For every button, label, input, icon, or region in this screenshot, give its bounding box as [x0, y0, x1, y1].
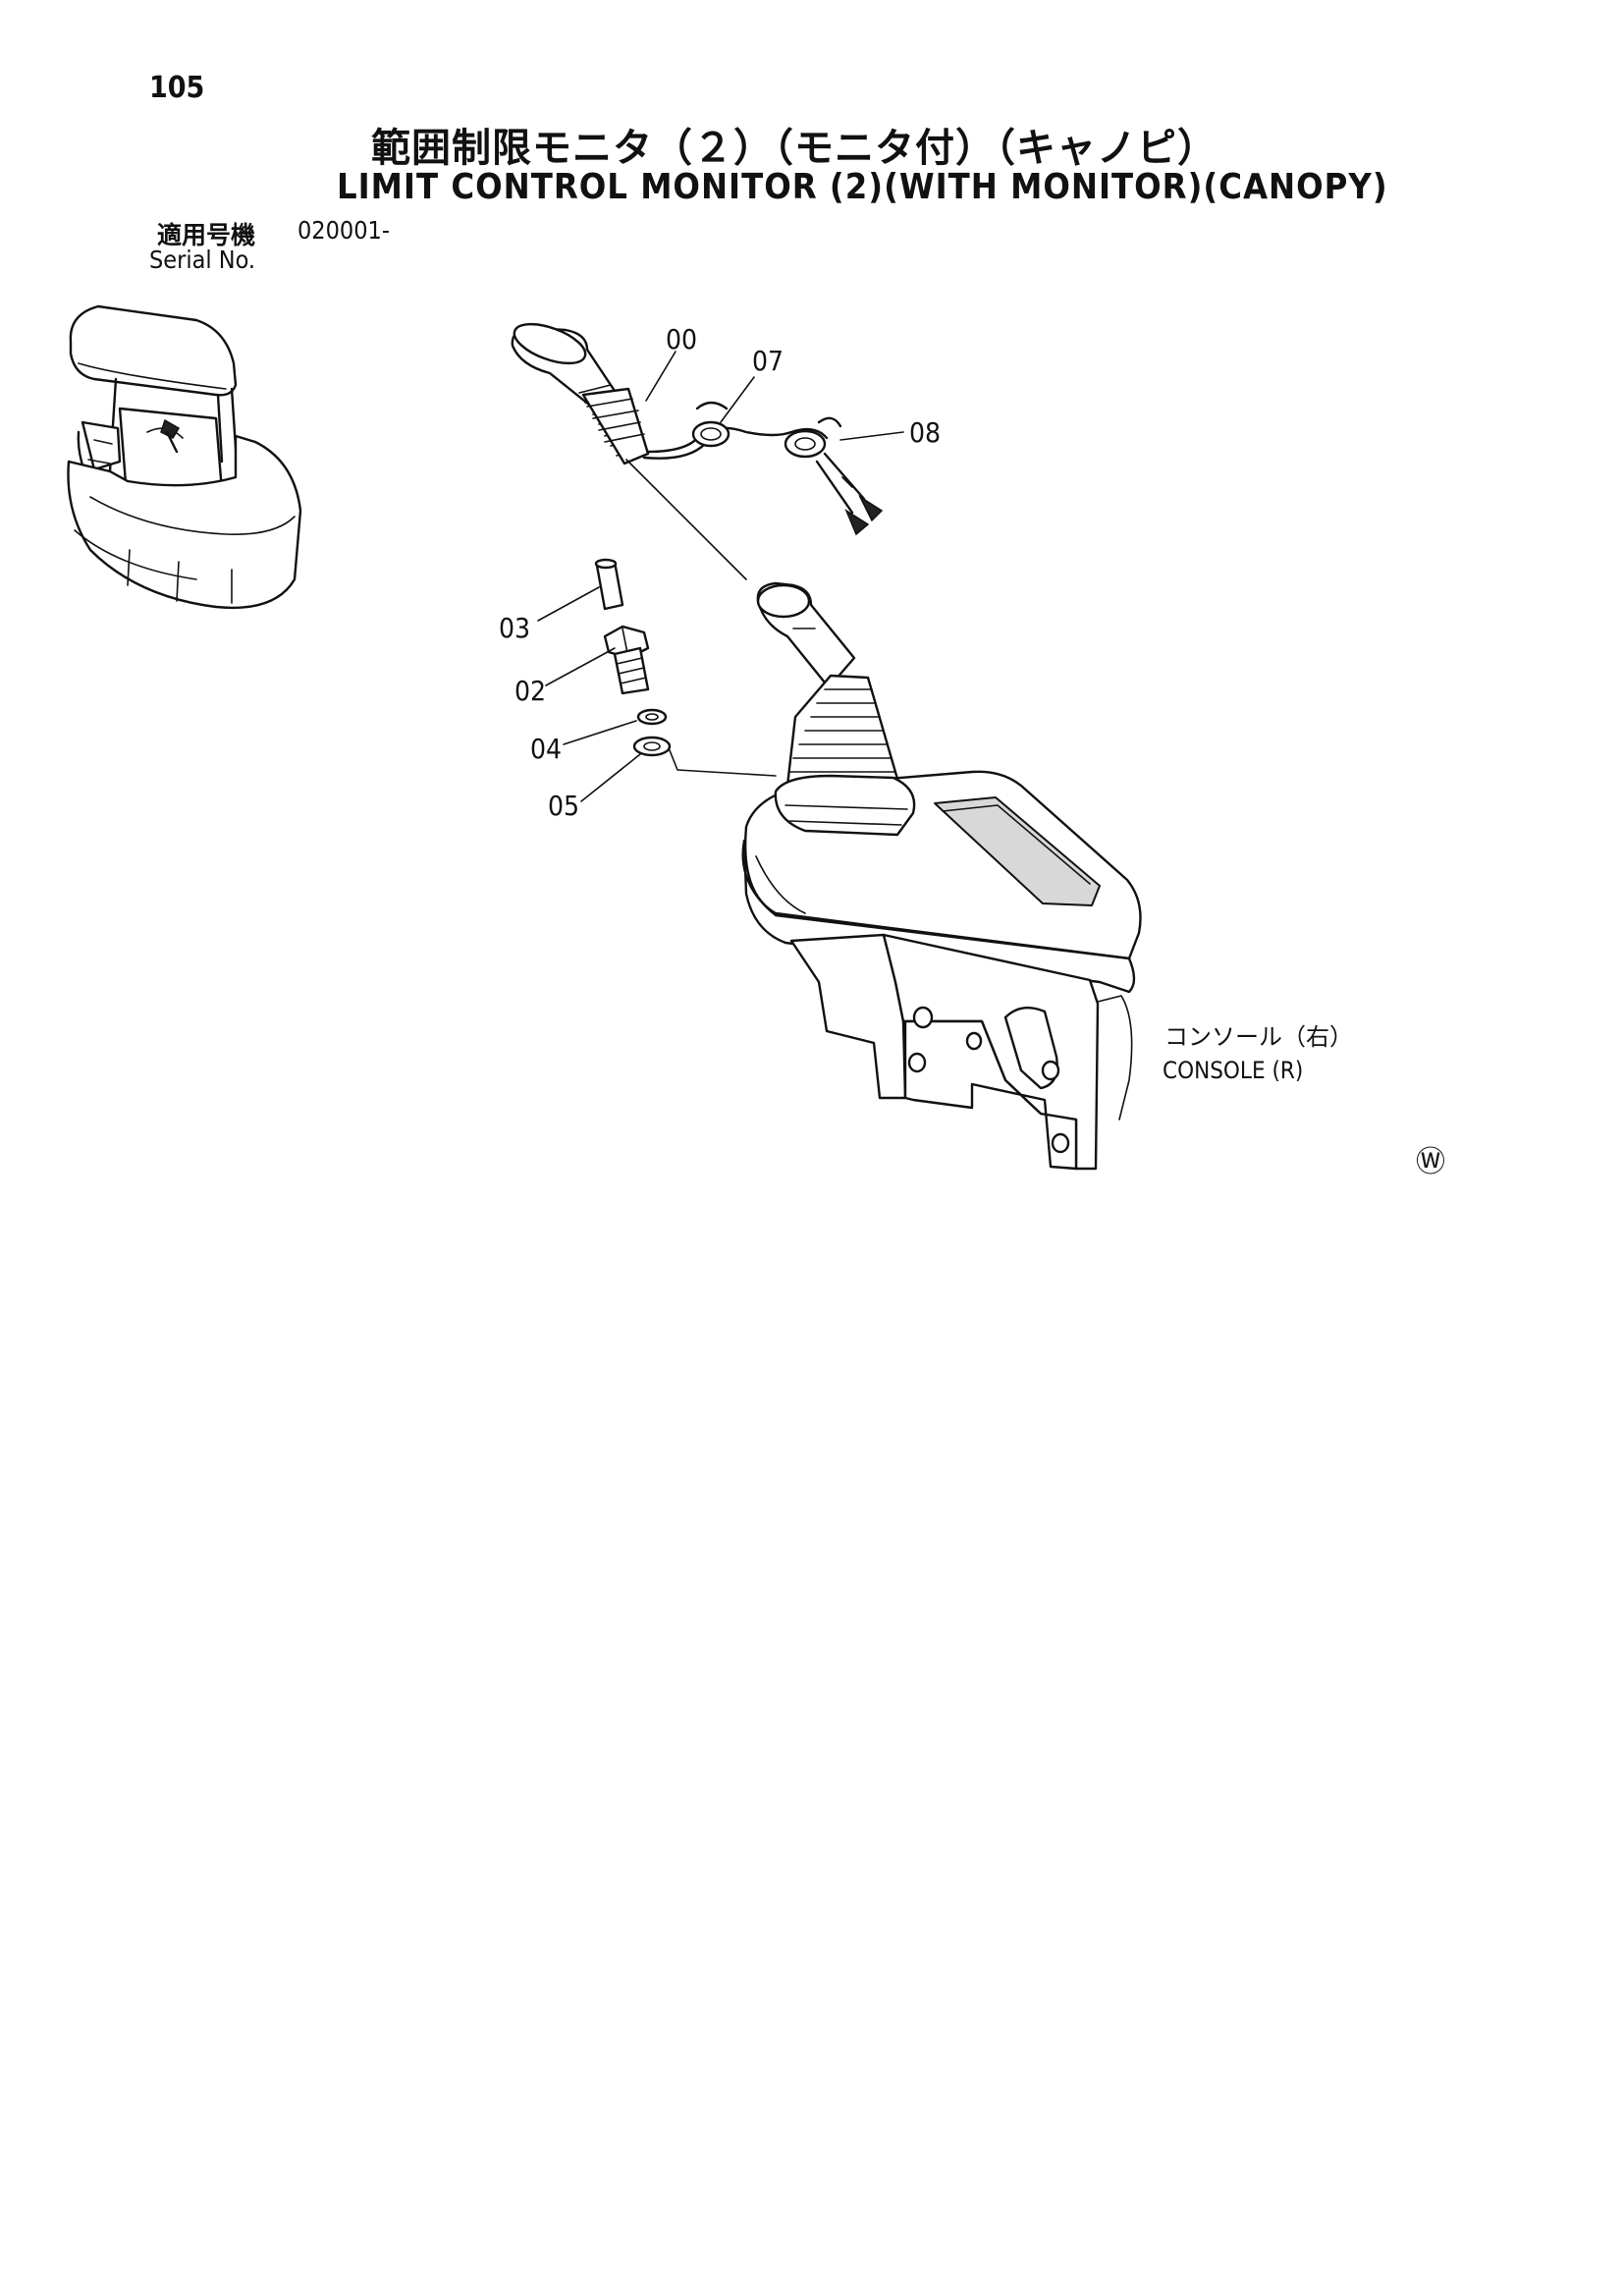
page-title-ja: 範囲制限モニタ（２）（モニタ付）（キャノピ）: [371, 126, 1217, 171]
assembly-line: [625, 459, 747, 580]
footer-mark: Ⓦ: [1416, 1145, 1445, 1179]
part-03-pin: [594, 558, 624, 611]
part-00-grip: [511, 322, 884, 536]
console-label-ja: コンソール（右）: [1164, 1023, 1353, 1051]
callout-08: 08: [909, 416, 941, 449]
callout-03: 03: [499, 612, 530, 644]
callout-00: 00: [666, 323, 697, 355]
callout-07: 07: [752, 345, 784, 377]
callout-02: 02: [514, 675, 546, 707]
callout-leaders: [537, 351, 904, 802]
part-04-spring-washer: [636, 708, 668, 726]
callout-05: 05: [548, 790, 579, 822]
part-02-bolt: [603, 625, 650, 695]
serial-label-ja: 適用号機: [157, 221, 256, 249]
locator-thumbnail: [67, 304, 302, 610]
callout-04: 04: [530, 733, 562, 765]
part-05-washer: [632, 736, 777, 777]
serial-label-en: Serial No.: [149, 246, 256, 274]
console-right: [741, 581, 1142, 1171]
parts-diagram: 00 07 08 03 02 04 05 コンソール（右） CONSOLE (R…: [67, 304, 1445, 1179]
serial-value: 020001-: [298, 216, 390, 245]
console-label-en: CONSOLE (R): [1163, 1057, 1303, 1084]
page-number: 105: [149, 71, 205, 105]
page-title-en: LIMIT CONTROL MONITOR (2)(WITH MONITOR)(…: [337, 167, 1388, 207]
